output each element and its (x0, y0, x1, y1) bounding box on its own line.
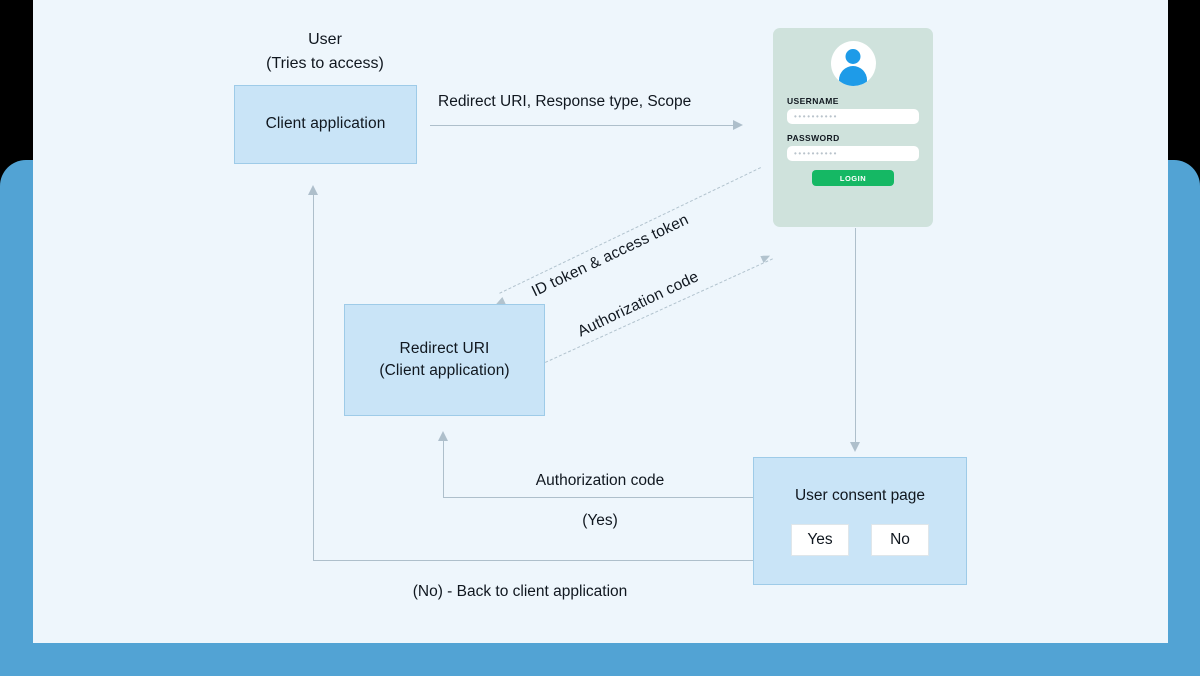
yes-branch-vertical-line (443, 440, 444, 498)
redirect-uri-box[interactable]: Redirect URI (Client application) (344, 304, 545, 416)
consent-no-button[interactable]: No (871, 523, 929, 556)
no-branch-label: (No) - Back to client application (412, 583, 628, 600)
no-branch-vertical-line (313, 193, 314, 561)
yes-branch-horizontal-line (443, 497, 753, 498)
password-input[interactable]: •••••••••• (787, 146, 919, 161)
username-input[interactable]: •••••••••• (787, 109, 919, 124)
yes-branch-label: (Yes) (582, 512, 618, 529)
yes-branch-arrowhead (438, 431, 448, 441)
redirect-uri-line1: Redirect URI (399, 339, 490, 357)
avatar-body (839, 66, 867, 86)
consent-buttons: Yes No (791, 523, 929, 556)
client-application-box[interactable]: Client application (234, 85, 417, 164)
authorization-code-diagonal-arrowhead (760, 251, 772, 264)
id-token-edge-line (499, 167, 761, 294)
authorization-code-diagonal-label: Authorization code (575, 268, 702, 341)
consent-title: User consent page (794, 486, 926, 504)
avatar-head (845, 49, 861, 64)
username-label: USERNAME (787, 96, 839, 106)
diagram-canvas: User (Tries to access) Client applicatio… (33, 0, 1168, 643)
user-avatar-icon (830, 41, 876, 86)
user-caption-line1: User (308, 31, 342, 48)
request-edge-label: Redirect URI, Response type, Scope (438, 93, 692, 110)
login-card[interactable]: USERNAME •••••••••• PASSWORD •••••••••• … (773, 28, 933, 227)
no-branch-arrowhead (308, 185, 318, 195)
consent-edge-line (855, 228, 856, 444)
no-branch-horizontal-line (313, 560, 753, 561)
consent-edge-arrowhead (850, 442, 860, 452)
password-value: •••••••••• (794, 149, 839, 158)
request-edge-arrowhead (733, 120, 743, 130)
username-value: •••••••••• (794, 112, 839, 121)
redirect-uri-line2: (Client application) (379, 362, 510, 379)
user-consent-page-box[interactable]: User consent page Yes No (753, 457, 967, 585)
password-label: PASSWORD (787, 133, 840, 143)
request-edge-line (430, 125, 735, 126)
login-button[interactable]: LOGIN (812, 170, 894, 186)
authorization-code-bottom-label: Authorization code (535, 472, 665, 489)
client-application-label: Client application (265, 115, 386, 133)
consent-yes-button[interactable]: Yes (791, 523, 849, 556)
user-caption-line2: (Tries to access) (266, 55, 384, 72)
